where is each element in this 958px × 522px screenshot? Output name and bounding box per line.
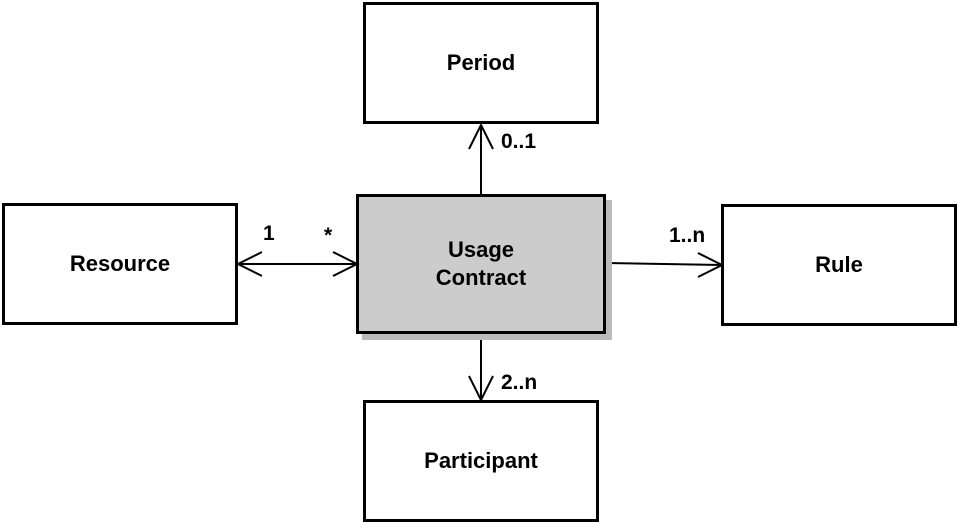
usage-contract-label-line2: Contract <box>435 265 527 290</box>
multiplicity-participant: 2..n <box>501 371 538 394</box>
resource-class-label: Resource <box>69 251 171 276</box>
period-class-box: Period <box>363 2 599 124</box>
participant-class-box: Participant <box>363 400 599 522</box>
multiplicity-contract: * <box>324 224 333 247</box>
arrowhead-period <box>468 122 494 150</box>
arrowhead-resource <box>235 251 263 277</box>
rule-class-box: Rule <box>721 204 957 326</box>
multiplicity-resource: 1 <box>263 222 275 245</box>
multiplicity-rule: 1..n <box>669 224 706 247</box>
resource-class-box: Resource <box>2 203 238 325</box>
association-rule-line <box>605 262 723 266</box>
usage-contract-class-box: Usage Contract <box>356 194 606 334</box>
period-class-label: Period <box>446 50 516 75</box>
multiplicity-period: 0..1 <box>501 130 537 153</box>
participant-class-label: Participant <box>424 448 538 473</box>
usage-contract-label-line1: Usage <box>447 237 515 262</box>
rule-class-label: Rule <box>815 252 863 277</box>
